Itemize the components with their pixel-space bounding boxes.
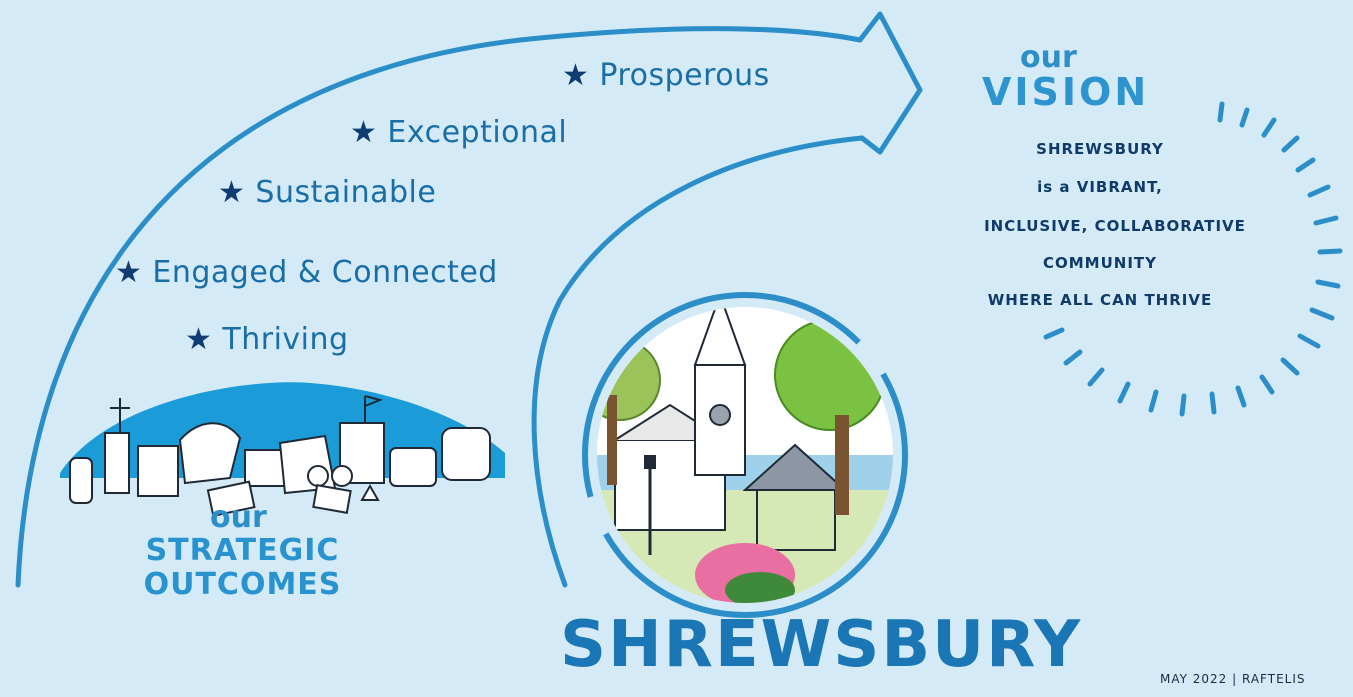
outcome-thriving: ★Thriving — [185, 322, 349, 357]
star-icon: ★ — [218, 175, 246, 210]
vision-line-5: WHERE ALL CAN THRIVE — [987, 291, 1213, 309]
town-name: SHREWSBURY — [560, 608, 1083, 682]
star-icon: ★ — [185, 322, 213, 357]
outcome-sustainable: ★Sustainable — [218, 175, 437, 210]
sunburst-icon — [1043, 101, 1343, 417]
vision-line-1: SHREWSBURY — [1036, 140, 1164, 158]
skyline-illustration — [60, 382, 505, 518]
star-icon: ★ — [350, 115, 378, 150]
vision-lead: our — [1020, 40, 1077, 75]
vision-line-2: is a VIBRANT, — [1037, 178, 1163, 196]
vision-title: VISION — [982, 70, 1150, 114]
strategic-title: STRATEGIC OUTCOMES — [125, 534, 360, 602]
vision-line-4: COMMUNITY — [1042, 254, 1158, 272]
star-icon: ★ — [562, 58, 590, 93]
vision-line-3: INCLUSIVE, COLLABORATIVE — [984, 217, 1246, 235]
star-icon: ★ — [115, 255, 143, 290]
outcome-engaged-connected: ★Engaged & Connected — [115, 255, 498, 290]
strategic-line-2: OUTCOMES — [143, 567, 342, 602]
strategic-lead: our — [210, 500, 267, 535]
credit: MAY 2022 | RAFTELIS — [1160, 672, 1306, 686]
outcome-exceptional: ★Exceptional — [350, 115, 568, 150]
strategic-line-1: STRATEGIC — [145, 533, 340, 568]
town-illustration — [582, 292, 908, 618]
outcome-prosperous: ★Prosperous — [562, 58, 770, 93]
